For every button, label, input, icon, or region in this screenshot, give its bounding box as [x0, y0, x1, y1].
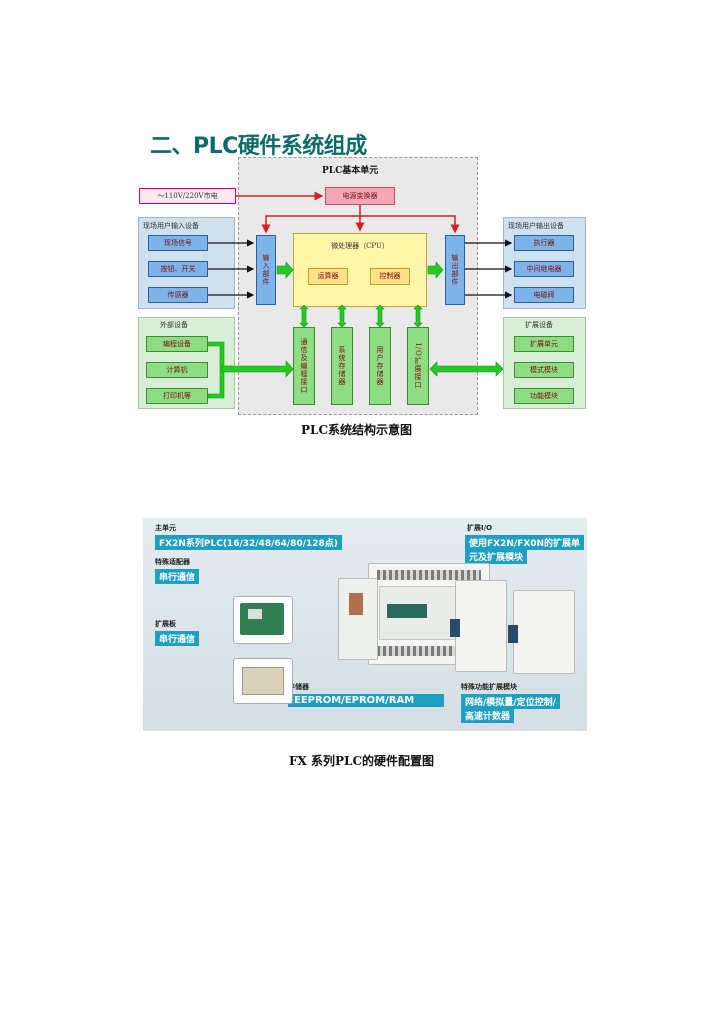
cpu-label: 微处理器（CPU） [331, 242, 389, 250]
power-arrows [236, 191, 460, 234]
input-device-2: 按钮、开关 [148, 261, 208, 277]
main-unit-tag: FX2N系列PLC(16/32/48/64/80/128点) [155, 535, 342, 550]
special-adapter-image [338, 578, 378, 660]
board-label: 扩展板 [155, 620, 176, 628]
output-unit: 输出部件 [445, 235, 465, 305]
expansion-io-tag-1: 使用FX2N/FX0N的扩展单 [465, 535, 585, 550]
diagram1-caption: PLC系统结构示意图 [301, 423, 413, 437]
memory-cassette-image [233, 658, 293, 704]
photo2-caption: FX 系列PLC的硬件配置图 [289, 754, 435, 768]
adapter-tag: 串行通信 [155, 569, 200, 584]
fx-hardware-photo: 主单元 FX2N系列PLC(16/32/48/64/80/128点) 特殊适配器… [143, 518, 587, 731]
board-tag: 串行通信 [155, 631, 200, 646]
memory-label: 存储器 [288, 683, 309, 691]
expansion-unit-image [450, 580, 507, 672]
special-module-tag-1: 网络/模拟量/定位控制/ [461, 694, 560, 709]
expansion-devices-title: 扩展设备 [525, 321, 553, 329]
special-module-label: 特殊功能扩展模块 [461, 683, 517, 691]
adapter-label: 特殊适配器 [155, 558, 190, 566]
external-device-2: 计算机 [146, 362, 208, 378]
expansion-io-label: 扩展I/O [467, 524, 493, 532]
special-module-tag-2: 高速计数器 [461, 708, 515, 723]
output-devices-title: 现场用户输出设备 [508, 222, 564, 230]
alu-block: 运算器 [308, 268, 348, 285]
external-device-3: 打印机等 [146, 388, 208, 404]
expansion-io-tag-2: 元及扩展模块 [465, 549, 528, 564]
expansion-board-image [233, 596, 293, 644]
plc-basic-unit-title: PLC基本单元 [322, 166, 379, 176]
input-device-1: 现场信号 [148, 235, 208, 251]
expansion-device-3: 功能模块 [514, 388, 574, 404]
system-memory: 系统存储器 [331, 327, 353, 405]
input-devices-title: 现场用户输入设备 [143, 222, 199, 230]
output-device-2: 中间继电器 [514, 261, 574, 277]
user-memory: 用户存储器 [369, 327, 391, 405]
external-devices-title: 外部设备 [160, 321, 188, 329]
input-arrows [208, 239, 513, 299]
comm-programming-interface: 通信及编程接口 [293, 327, 315, 405]
input-unit: 输入部件 [256, 235, 276, 305]
power-converter: 电源变换器 [325, 187, 395, 205]
expansion-device-1: 扩展单元 [514, 336, 574, 352]
io-expansion-interface: I/O扩展接口 [407, 327, 429, 405]
power-source: ～110V/220V市电 [139, 188, 236, 204]
memory-tag: EEPROM/EPROM/RAM [288, 694, 445, 707]
expansion-device-2: 模式模块 [514, 362, 574, 378]
special-module-image [508, 590, 575, 674]
section-heading: 二、PLC硬件系统组成 [150, 134, 367, 159]
input-device-3: 传感器 [148, 287, 208, 303]
external-device-1: 编程设备 [146, 336, 208, 352]
controller-block: 控制器 [370, 268, 410, 285]
main-unit-label: 主单元 [155, 524, 176, 532]
output-device-3: 电磁阀 [514, 287, 574, 303]
output-device-1: 执行器 [514, 235, 574, 251]
green-arrows [207, 261, 504, 399]
